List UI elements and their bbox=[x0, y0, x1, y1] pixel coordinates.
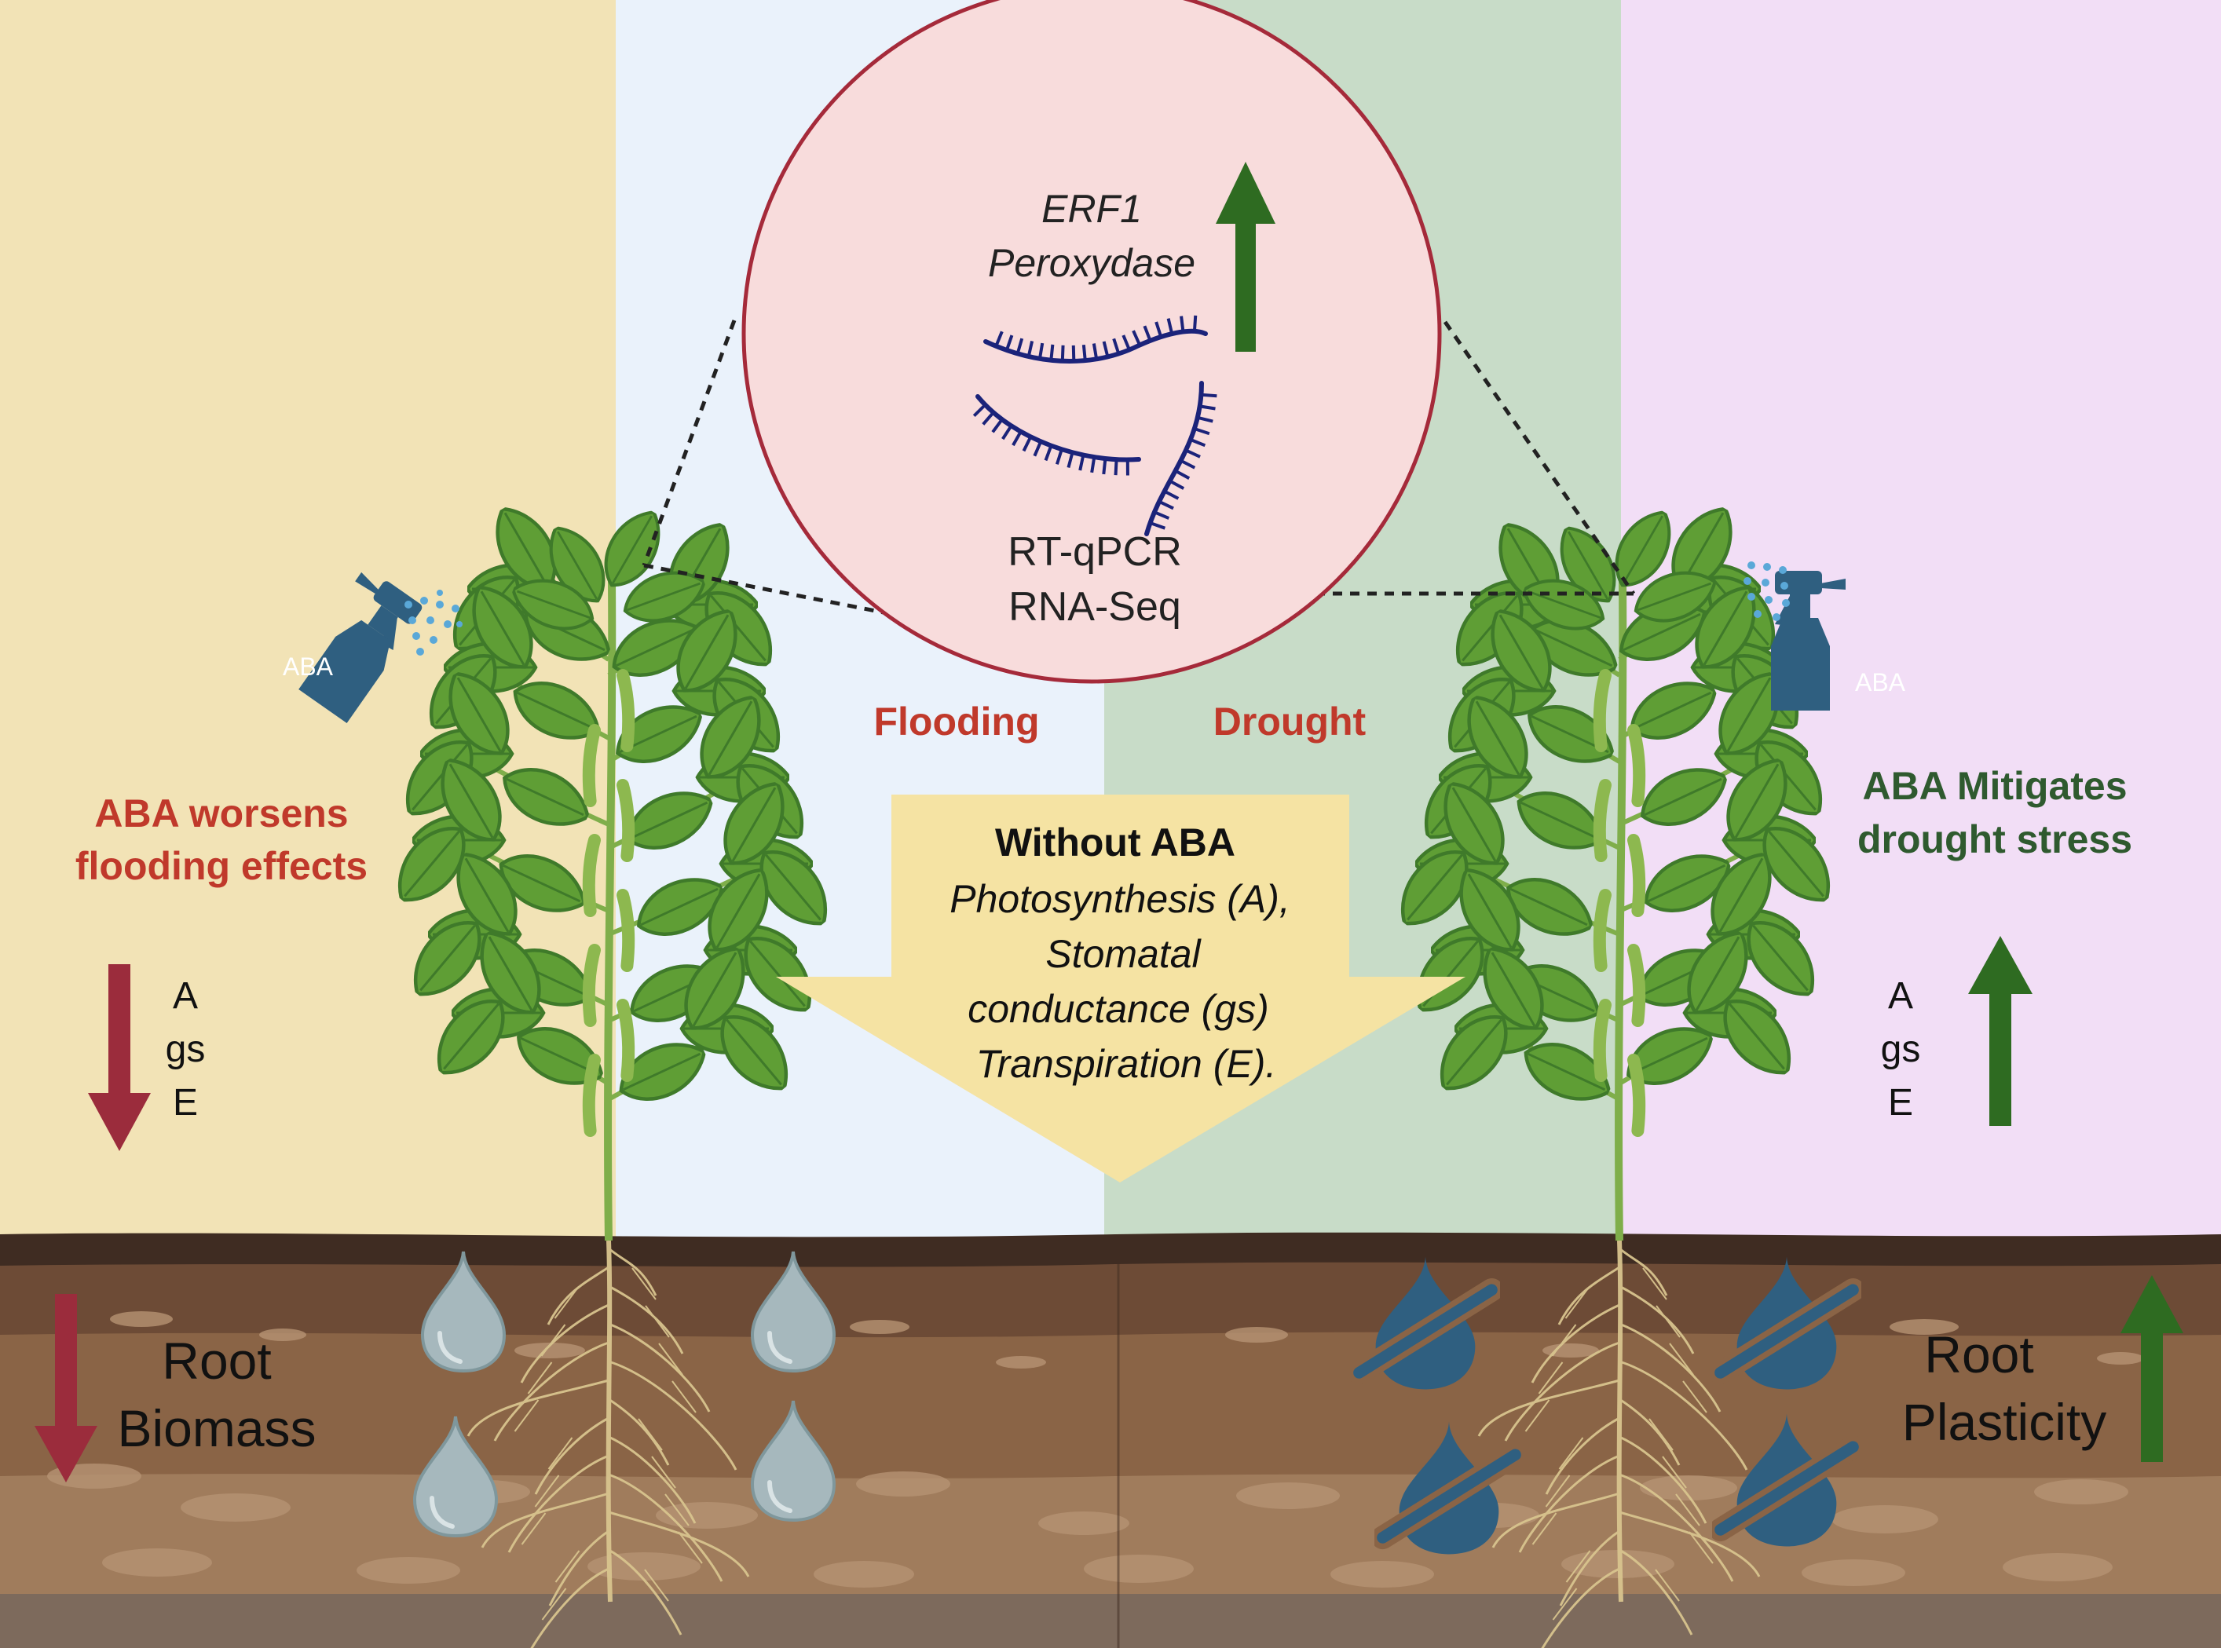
soil-pebble bbox=[850, 1320, 909, 1334]
soil-pebble bbox=[2097, 1352, 2144, 1365]
soil-pebble bbox=[357, 1557, 460, 1584]
left-param-e: E bbox=[173, 1082, 198, 1124]
seed-pod bbox=[1634, 730, 1639, 801]
aba-worsens-line1: ABA worsens bbox=[94, 791, 348, 835]
seed-pod bbox=[623, 895, 628, 966]
sprayer-label-right: ABA bbox=[1855, 668, 1906, 696]
soil-pebble bbox=[1038, 1511, 1129, 1535]
soil-pebble bbox=[2003, 1553, 2113, 1581]
seed-pod bbox=[1600, 675, 1605, 746]
without-aba-line2: Stomatal bbox=[1045, 932, 1202, 976]
rna-base bbox=[1084, 345, 1085, 360]
root-biomass-line1: Root bbox=[162, 1332, 271, 1390]
gene-peroxydase: Peroxydase bbox=[988, 241, 1195, 285]
method-rna-seq: RNA-Seq bbox=[1008, 584, 1181, 630]
soil-pebble bbox=[1330, 1561, 1434, 1588]
soil-pebble bbox=[102, 1548, 212, 1577]
seed-pod bbox=[623, 1005, 628, 1076]
without-aba-title: Without ABA bbox=[995, 821, 1235, 864]
seed-pod bbox=[1634, 950, 1639, 1021]
right-param-e: E bbox=[1888, 1082, 1913, 1124]
soil-pebble bbox=[1236, 1482, 1340, 1509]
seed-pod bbox=[1634, 1060, 1639, 1131]
left-param-a: A bbox=[173, 975, 198, 1017]
soil-base bbox=[0, 1594, 2221, 1648]
without-aba-line1: Photosynthesis (A), bbox=[950, 877, 1290, 921]
aba-mitigates-line1: ABA Mitigates bbox=[1862, 764, 2127, 808]
root-plasticity-line1: Root bbox=[1924, 1325, 2033, 1383]
seed-pod bbox=[589, 730, 595, 801]
rna-base bbox=[1181, 316, 1183, 332]
aba-mitigates-line2: drought stress bbox=[1857, 817, 2132, 861]
right-param-a: A bbox=[1888, 975, 1913, 1017]
seed-pod bbox=[1600, 785, 1605, 856]
rna-base bbox=[1201, 395, 1217, 397]
soil-pebble bbox=[996, 1356, 1046, 1369]
soil-pebble bbox=[110, 1311, 173, 1327]
right-param-gs: gs bbox=[1881, 1029, 1921, 1070]
soil-pebble bbox=[181, 1493, 291, 1522]
root-biomass-line2: Biomass bbox=[117, 1399, 316, 1457]
soil-pebble bbox=[814, 1561, 914, 1588]
soil-pebble bbox=[1225, 1327, 1288, 1343]
seed-pod bbox=[1600, 1005, 1605, 1076]
soil-pebble bbox=[1802, 1559, 1905, 1586]
aba-worsens-line2: flooding effects bbox=[75, 844, 368, 888]
rna-base bbox=[1103, 459, 1105, 474]
drought-label: Drought bbox=[1213, 700, 1367, 744]
seed-pod bbox=[1600, 895, 1605, 966]
zoom-circle: ERF1 Peroxydase RT-qPCR RNA-Seq bbox=[744, 0, 1440, 682]
soil-pebble bbox=[587, 1552, 701, 1581]
soil bbox=[0, 1233, 2221, 1648]
seed-pod bbox=[589, 950, 595, 1021]
sprayer-label-left: ABA bbox=[283, 652, 334, 681]
rna-base bbox=[1051, 345, 1052, 360]
seed-pod bbox=[623, 785, 628, 856]
left-param-gs: gs bbox=[166, 1029, 206, 1070]
without-aba-line3: conductance (gs) bbox=[968, 987, 1269, 1031]
flooding-label: Flooding bbox=[873, 700, 1039, 744]
soil-pebble bbox=[2034, 1479, 2128, 1504]
seed-pod bbox=[589, 840, 595, 911]
soil-pebble bbox=[1831, 1505, 1938, 1533]
gene-erf1: ERF1 bbox=[1041, 187, 1142, 231]
method-rt-qpcr: RT-qPCR bbox=[1008, 529, 1182, 575]
seed-pod bbox=[1634, 840, 1639, 911]
zoom-circle-shape bbox=[744, 0, 1440, 682]
without-aba-line4: Transpiration (E). bbox=[976, 1042, 1277, 1086]
rna-base bbox=[1116, 459, 1117, 475]
soil-pebble bbox=[856, 1471, 950, 1497]
seed-pod bbox=[623, 675, 628, 746]
seed-pod bbox=[589, 1060, 595, 1131]
root-plasticity-line2: Plasticity bbox=[1902, 1393, 2106, 1451]
soil-pebble bbox=[1084, 1555, 1194, 1583]
